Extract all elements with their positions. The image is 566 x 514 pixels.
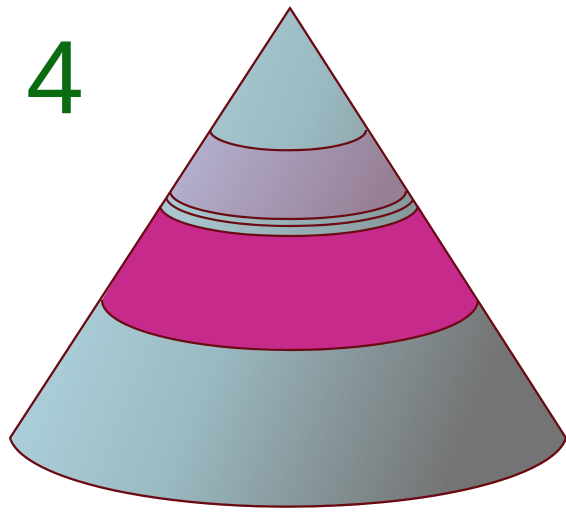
cone-diagram: 4 (0, 0, 566, 514)
cone-figure (0, 0, 566, 514)
